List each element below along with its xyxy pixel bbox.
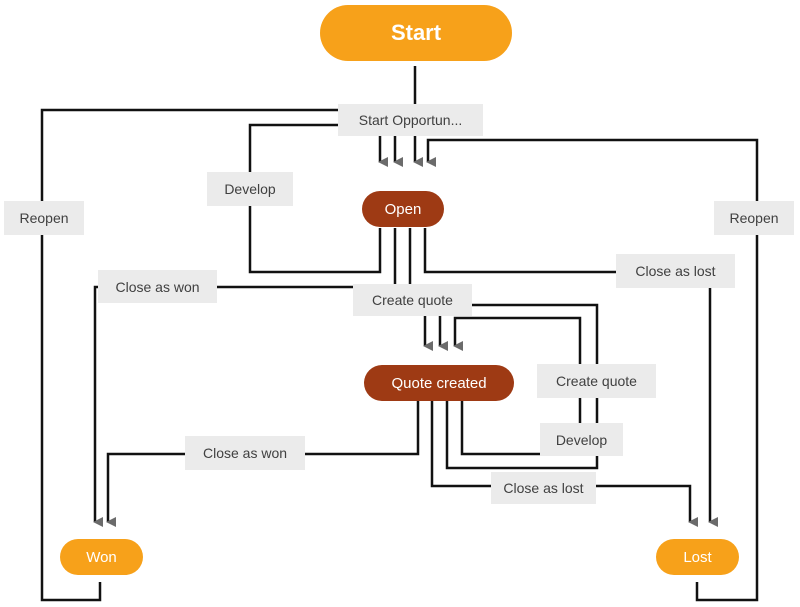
- edge-label-reopen-left[interactable]: Reopen: [4, 201, 84, 235]
- edge-label-reopen-right[interactable]: Reopen: [714, 201, 794, 235]
- start-node[interactable]: Start: [320, 5, 512, 61]
- edge-close-lost-open: [423, 228, 718, 527]
- edge-reopen-from-lost: [426, 138, 759, 602]
- edge-label-create-quote-loop[interactable]: Create quote: [537, 364, 656, 398]
- open-node[interactable]: Open: [362, 191, 444, 227]
- lost-node[interactable]: Lost: [656, 539, 739, 575]
- edge-label-close-won-quote[interactable]: Close as won: [185, 436, 305, 470]
- edge-label-close-lost-quote[interactable]: Close as lost: [491, 472, 596, 504]
- edge-label-start-opportunity[interactable]: Start Opportun...: [338, 104, 483, 136]
- quote-created-node[interactable]: Quote created: [364, 365, 514, 401]
- edge-label-close-won-open[interactable]: Close as won: [98, 270, 217, 303]
- edge-close-won-open: [93, 228, 397, 527]
- edge-label-close-lost-open[interactable]: Close as lost: [616, 254, 735, 288]
- won-node[interactable]: Won: [60, 539, 143, 575]
- edge-label-create-quote-open[interactable]: Create quote: [353, 284, 472, 316]
- edge-label-develop-quote[interactable]: Develop: [540, 423, 623, 456]
- edge-label-develop-open[interactable]: Develop: [207, 172, 293, 206]
